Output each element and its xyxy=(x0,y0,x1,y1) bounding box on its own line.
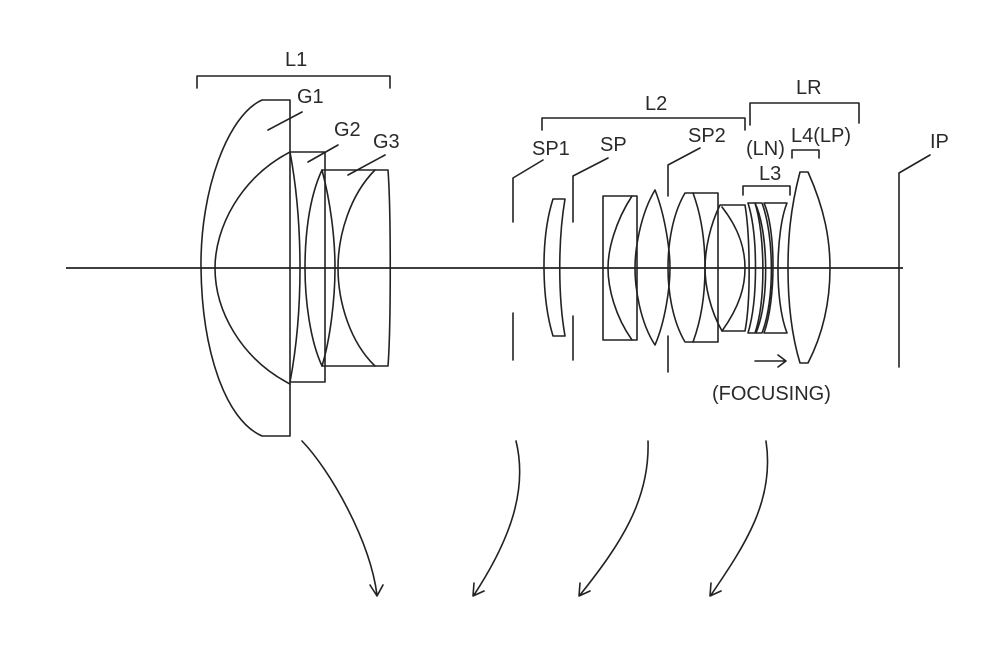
lens-element-L3-2 xyxy=(754,202,773,334)
leader-G2 xyxy=(307,144,339,163)
bracket-LR xyxy=(749,102,860,126)
lens-element-G2 xyxy=(289,151,326,383)
lens-G1-inner-surface xyxy=(214,151,291,385)
label-IP: IP xyxy=(930,131,949,153)
lens-G3-inner-surface xyxy=(337,169,376,367)
lens-element-L3-3 xyxy=(763,202,788,334)
label-SP2: SP2 xyxy=(688,125,726,147)
lens-element-G1 xyxy=(200,99,291,437)
lens-element-L2-2 xyxy=(602,195,638,341)
stop-SP2-upper xyxy=(667,147,701,197)
stop-SP-upper xyxy=(572,157,609,223)
label-L1: L1 xyxy=(285,49,307,71)
bracket-L2 xyxy=(541,117,746,131)
leader-G1 xyxy=(267,111,303,131)
label-G2: G2 xyxy=(334,119,361,141)
lens-element-G3 xyxy=(321,169,392,367)
image-plane-line xyxy=(898,154,931,368)
label-LN: (LN) xyxy=(746,138,785,160)
lens-group-L1: L1 G1 G2 G3 xyxy=(196,49,400,437)
bracket-L4 xyxy=(791,149,820,159)
label-SP1: SP1 xyxy=(532,138,570,160)
label-focusing: (FOCUSING) xyxy=(712,383,831,405)
label-L4-LP: L4(LP) xyxy=(791,125,851,147)
lens-group-L2: L2 SP1 SP SP2 xyxy=(512,93,750,373)
movement-arrows xyxy=(301,440,769,597)
label-L2: L2 xyxy=(645,93,667,115)
focusing-arrow-icon xyxy=(754,354,787,368)
lens-element-L3-1 xyxy=(747,202,764,334)
lens-element-L2-1 xyxy=(543,198,566,337)
label-G3: G3 xyxy=(373,131,400,153)
image-plane: IP xyxy=(898,131,949,368)
bracket-L1 xyxy=(196,75,391,89)
lens-L2-5-inner-surface xyxy=(721,206,746,332)
stop-SP1-upper xyxy=(512,159,544,223)
movement-arrow-L2-front xyxy=(472,440,521,597)
movement-arrow-L1 xyxy=(301,440,384,597)
lens-L2-2-inner-surface xyxy=(607,195,633,341)
label-LR: LR xyxy=(796,77,822,99)
label-L3: L3 xyxy=(759,163,781,185)
leader-G3 xyxy=(347,154,386,176)
lens-element-L2-4 xyxy=(667,192,719,343)
movement-arrow-L2-rear xyxy=(578,440,649,597)
lens-element-L2-5 xyxy=(704,204,750,332)
label-G1: G1 xyxy=(297,86,324,108)
lens-group-LR: LR (LN) L4(LP) L3 (FOCUSING) xyxy=(712,77,860,405)
bracket-L3 xyxy=(742,185,791,196)
movement-arrow-LR xyxy=(709,440,769,597)
label-SP: SP xyxy=(600,134,627,156)
lens-element-L4 xyxy=(787,171,831,364)
